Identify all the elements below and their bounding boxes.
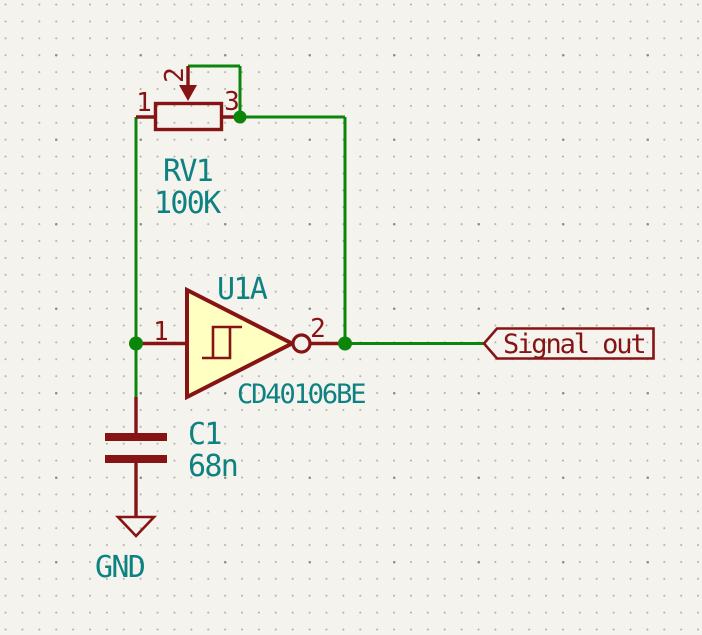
global-label-text[interactable]: Signal out: [503, 329, 647, 360]
capacitor-value[interactable]: 68n: [188, 449, 239, 484]
pin-number: 3: [224, 87, 240, 117]
inverter-u1a[interactable]: 1 2 U1A CD40106BE: [136, 272, 367, 410]
inverter-value[interactable]: CD40106BE: [237, 379, 367, 410]
junction-dot: [233, 110, 247, 124]
global-label-outline[interactable]: [482, 327, 655, 360]
hysteresis-icon: [202, 325, 242, 360]
junction-dot: [129, 336, 143, 351]
potentiometer-value[interactable]: 100K: [154, 186, 223, 221]
capacitor-c1[interactable]: C1 68n: [105, 397, 239, 517]
capacitor-reference[interactable]: C1: [188, 417, 223, 452]
inversion-bubble-icon: [291, 333, 312, 354]
inverter-reference[interactable]: U1A: [217, 272, 269, 307]
pin-number: 2: [160, 67, 190, 83]
pin-number: 1: [153, 317, 169, 347]
pin-number: 1: [136, 88, 152, 118]
junction-dot: [338, 336, 352, 351]
ground-label[interactable]: GND: [95, 550, 146, 585]
potentiometer-rv1[interactable]: 1 2 3 RV1 100K: [136, 66, 240, 221]
ground-triangle-icon: [114, 515, 158, 538]
potentiometer-body[interactable]: [153, 101, 224, 132]
potentiometer-wiper-arrow-icon: [179, 85, 197, 101]
global-label-signal-out[interactable]: Signal out: [482, 327, 655, 361]
potentiometer-reference[interactable]: RV1: [163, 154, 214, 189]
ground-symbol[interactable]: GND: [95, 515, 158, 585]
pin-number: 2: [310, 314, 326, 344]
